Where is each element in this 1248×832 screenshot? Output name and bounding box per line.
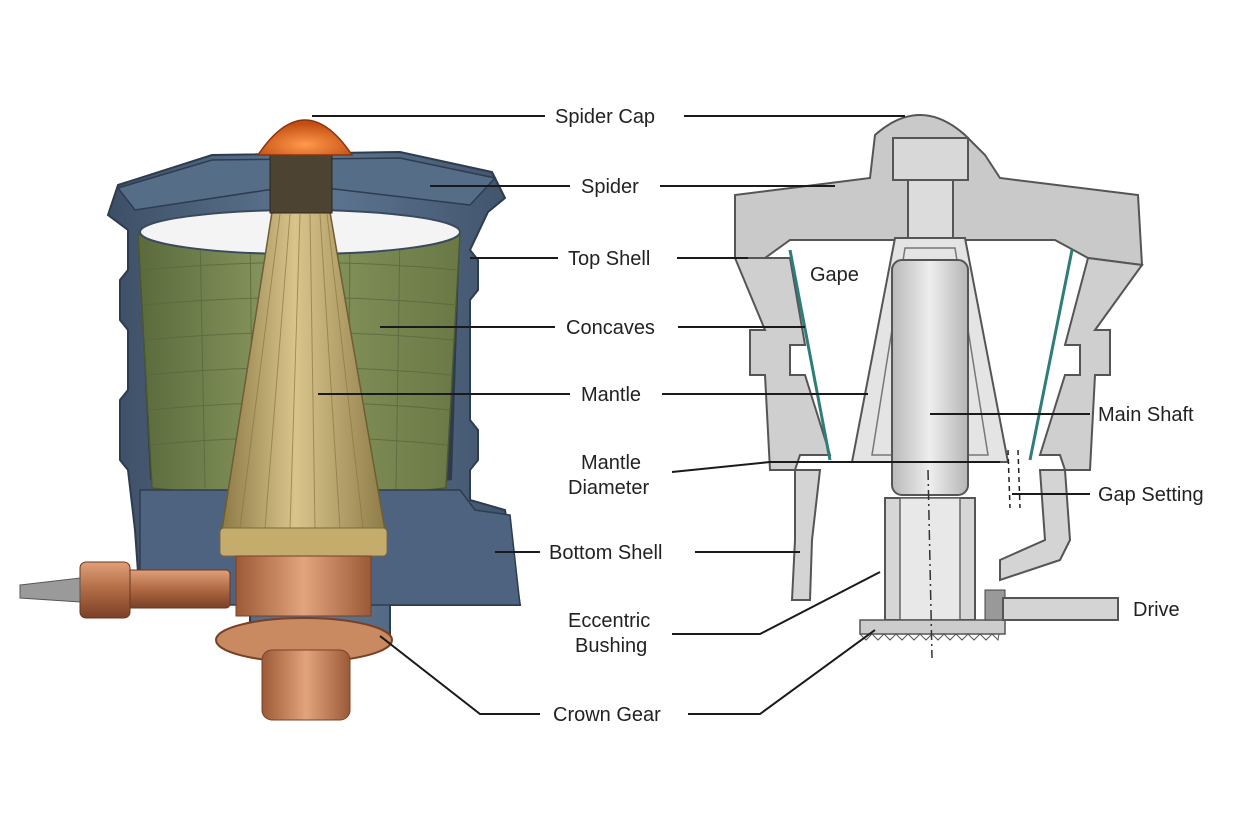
- label-gape: Gape: [810, 264, 859, 286]
- mantle-ribs: [239, 213, 364, 529]
- label-eccentric-bushing-line2: Bushing: [575, 635, 647, 657]
- labels: Spider Cap Spider Top Shell Concaves Man…: [549, 106, 1204, 726]
- pinion-coupling: [79, 561, 131, 619]
- label-drive: Drive: [1133, 599, 1180, 621]
- section-shaft-neck: [907, 179, 954, 239]
- section-top-shell-right: [1038, 256, 1144, 471]
- label-mantle-diameter-line2: Diameter: [568, 477, 649, 499]
- pinion-nozzle: [19, 577, 81, 603]
- crusher-cross-section: [733, 114, 1144, 659]
- section-concave-left: [788, 249, 832, 461]
- section-main-shaft: [891, 259, 969, 496]
- section-top-shell-left: [733, 257, 832, 471]
- label-spider: Spider: [581, 176, 639, 198]
- label-mantle-diameter-line1: Mantle: [581, 452, 641, 474]
- section-bottom-shell-left: [790, 469, 822, 601]
- section-concave-right: [1028, 249, 1074, 461]
- section-spider-bearing: [892, 137, 969, 181]
- section-crown-gear: [859, 619, 1006, 635]
- main-shaft-top: [269, 154, 333, 214]
- label-spider-cap: Spider Cap: [555, 106, 655, 128]
- mantle-skirt: [219, 527, 388, 557]
- spider-cap-dome: [256, 119, 354, 156]
- crusher-cutaway-illustration: [19, 119, 522, 721]
- eccentric-lower-hub: [261, 649, 351, 721]
- label-gap-setting: Gap Setting: [1098, 484, 1204, 506]
- label-mantle: Mantle: [581, 384, 641, 406]
- eccentric-copper-body: [235, 555, 372, 617]
- section-drive-shaft: [1002, 597, 1119, 621]
- label-eccentric-bushing-line1: Eccentric: [568, 610, 650, 632]
- label-crown-gear: Crown Gear: [553, 704, 661, 726]
- section-centerline: [927, 469, 933, 659]
- label-main-shaft: Main Shaft: [1098, 404, 1194, 426]
- section-bottom-shell-right: [999, 469, 1072, 582]
- leader-lines: [312, 115, 1090, 715]
- label-concaves: Concaves: [566, 317, 655, 339]
- label-top-shell: Top Shell: [568, 248, 650, 270]
- label-bottom-shell: Bottom Shell: [549, 542, 662, 564]
